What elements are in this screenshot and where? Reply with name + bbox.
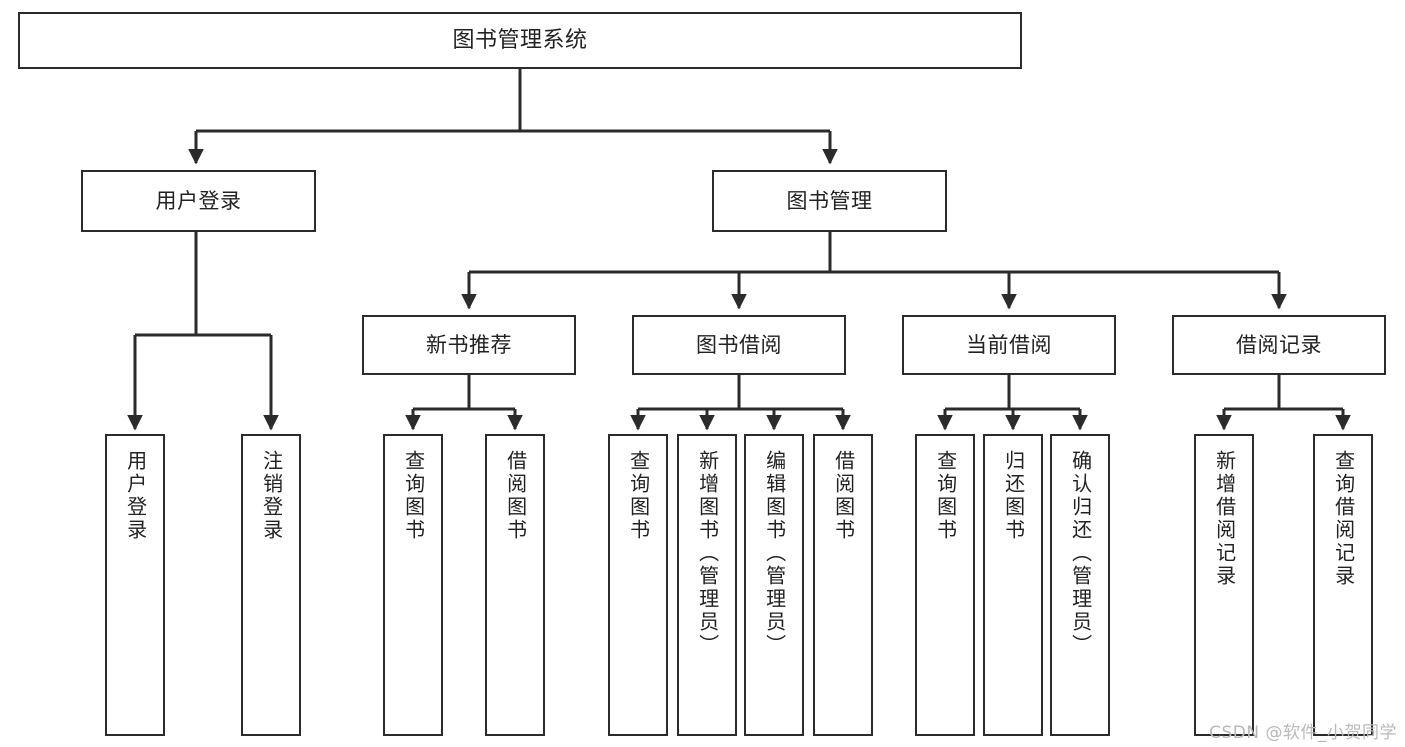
leaf-return-book[interactable]: 归还图书 bbox=[983, 434, 1043, 736]
node-label: 查询图书 bbox=[401, 450, 426, 542]
node-label: 注销登录 bbox=[259, 450, 284, 542]
node-user-login[interactable]: 用户登录 bbox=[81, 170, 316, 232]
leaf-query-record[interactable]: 查询借阅记录 bbox=[1313, 434, 1373, 736]
node-label: 归还图书 bbox=[1001, 450, 1026, 542]
leaf-add-record[interactable]: 新增借阅记录 bbox=[1194, 434, 1254, 736]
node-label: 查询图书 bbox=[626, 450, 651, 542]
node-label: 用户登录 bbox=[155, 188, 242, 213]
node-label: 新增借阅记录 bbox=[1212, 450, 1237, 588]
node-book-borrow[interactable]: 图书借阅 bbox=[632, 315, 846, 375]
leaf-edit-book[interactable]: 编辑图书（管理员） bbox=[744, 434, 804, 736]
leaf-borrow-book-1[interactable]: 借阅图书 bbox=[485, 434, 545, 736]
node-new-book-recommend[interactable]: 新书推荐 bbox=[362, 315, 576, 375]
node-book-manage[interactable]: 图书管理 bbox=[712, 170, 947, 232]
node-root-system[interactable]: 图书管理系统 bbox=[18, 12, 1022, 69]
node-label: 借阅图书 bbox=[503, 450, 528, 542]
node-label: 借阅图书 bbox=[831, 450, 856, 542]
leaf-query-book-1[interactable]: 查询图书 bbox=[383, 434, 443, 736]
leaf-query-book-2[interactable]: 查询图书 bbox=[608, 434, 668, 736]
node-label: 当前借阅 bbox=[966, 332, 1052, 357]
node-label: 确认归还（管理员） bbox=[1068, 450, 1093, 657]
node-current-borrow[interactable]: 当前借阅 bbox=[902, 315, 1116, 375]
node-label: 图书借阅 bbox=[696, 332, 782, 357]
node-label: 查询借阅记录 bbox=[1331, 450, 1356, 588]
node-label: 查询图书 bbox=[933, 450, 958, 542]
node-label: 借阅记录 bbox=[1236, 332, 1322, 357]
node-label: 图书管理系统 bbox=[452, 27, 588, 53]
watermark-text: CSDN @软件_小贺同学 bbox=[1209, 723, 1397, 743]
leaf-logout-login[interactable]: 注销登录 bbox=[241, 434, 301, 736]
leaf-confirm-return[interactable]: 确认归还（管理员） bbox=[1050, 434, 1110, 736]
node-label: 新增图书（管理员） bbox=[695, 450, 720, 657]
node-label: 用户登录 bbox=[123, 450, 148, 542]
leaf-query-book-3[interactable]: 查询图书 bbox=[915, 434, 975, 736]
node-label: 新书推荐 bbox=[426, 332, 512, 357]
leaf-user-login[interactable]: 用户登录 bbox=[105, 434, 165, 736]
node-label: 编辑图书（管理员） bbox=[762, 450, 787, 657]
node-label: 图书管理 bbox=[786, 188, 873, 213]
leaf-add-book[interactable]: 新增图书（管理员） bbox=[677, 434, 737, 736]
node-borrow-record[interactable]: 借阅记录 bbox=[1172, 315, 1386, 375]
leaf-borrow-book-2[interactable]: 借阅图书 bbox=[813, 434, 873, 736]
